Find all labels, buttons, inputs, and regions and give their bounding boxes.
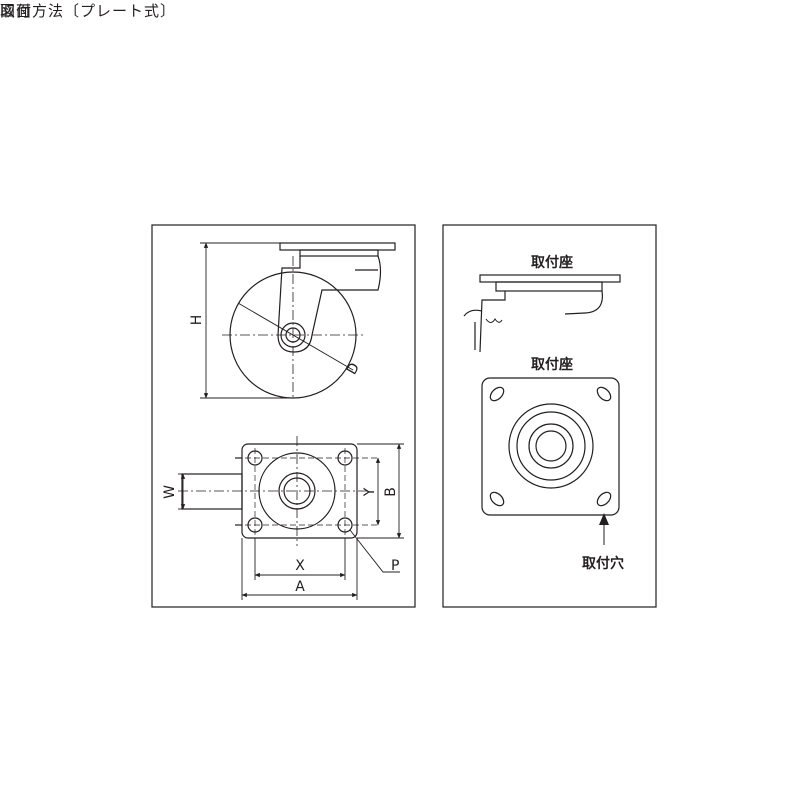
side-view-label: 取付座	[531, 254, 573, 271]
dimension-a-label: A	[295, 579, 305, 595]
dimension-a	[241, 538, 358, 600]
dimension-h-label: H	[189, 315, 205, 326]
caster-side-view	[222, 242, 396, 399]
mounting-hole-arrow	[599, 513, 609, 545]
dimension-w	[178, 473, 190, 510]
dimension-x	[254, 538, 346, 580]
mounting-panel-title: 取付方法〔プレート式〕	[0, 2, 177, 20]
drawing-panel-frame	[151, 224, 416, 608]
drawing-panel-title: 図面	[0, 2, 33, 20]
dimension-w-label: W	[162, 485, 178, 499]
dimension-p-leader	[349, 529, 400, 573]
dimension-b-label: B	[383, 487, 399, 497]
dimension-h	[200, 242, 293, 399]
mounting-panel-frame	[442, 224, 657, 608]
mounting-hole-label: 取付穴	[582, 555, 624, 572]
mounting-plate-top-view	[481, 377, 620, 516]
top-view-label: 取付座	[531, 356, 573, 373]
dimension-y-label: Y	[362, 487, 378, 497]
caster-top-view	[178, 436, 380, 546]
dimension-x-label: X	[295, 558, 305, 574]
dimension-b	[357, 443, 404, 539]
dimension-d-label: D	[344, 360, 363, 377]
mounting-side-view	[463, 274, 621, 353]
dimension-p-label: P	[391, 558, 399, 574]
